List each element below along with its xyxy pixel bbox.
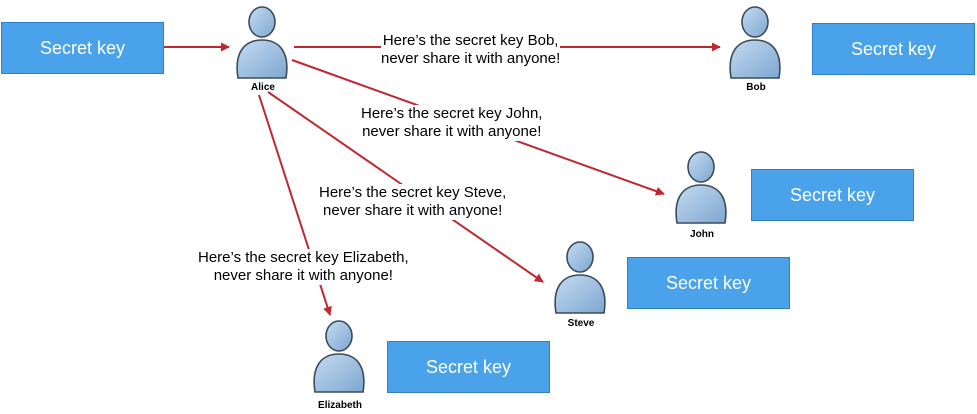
secret-key-label: Secret key bbox=[665, 272, 752, 293]
secret-key-box-elizabeth: Secret key bbox=[387, 341, 550, 393]
message-line-1: Here’s the secret key Elizabeth, bbox=[198, 249, 409, 266]
message-line-2: never share it with anyone! bbox=[362, 123, 542, 140]
message-line-1: Here’s the secret key Steve, bbox=[319, 184, 507, 201]
message-line-2: never share it with anyone! bbox=[381, 50, 561, 67]
person-label-steve: Steve bbox=[567, 318, 595, 329]
secret-key-box-john: Secret key bbox=[751, 169, 914, 221]
message-to-steve: Here’s the secret key Steve, never share… bbox=[319, 184, 507, 220]
message-line-1: Here’s the secret key Bob, bbox=[382, 32, 559, 49]
secret-key-label: Secret key bbox=[789, 184, 876, 205]
bob-user-icon bbox=[729, 6, 781, 79]
message-to-bob: Here’s the secret key Bob, never share i… bbox=[381, 32, 561, 68]
alice-user-icon bbox=[236, 6, 288, 79]
secret-key-box-bob: Secret key bbox=[812, 23, 975, 75]
message-to-elizabeth: Here’s the secret key Elizabeth, never s… bbox=[198, 249, 409, 285]
message-line-2: never share it with anyone! bbox=[323, 202, 503, 219]
steve-user-icon bbox=[554, 241, 606, 314]
person-label-elizabeth: Elizabeth bbox=[318, 400, 362, 411]
secret-key-box-alice: Secret key bbox=[1, 22, 164, 74]
person-label-bob: Bob bbox=[746, 82, 766, 93]
secret-key-label: Secret key bbox=[425, 356, 512, 377]
person-label-alice: Alice bbox=[251, 82, 275, 93]
john-user-icon bbox=[675, 151, 727, 224]
message-line-1: Here’s the secret key John, bbox=[361, 105, 543, 122]
secret-key-label: Secret key bbox=[39, 37, 126, 58]
message-to-john: Here’s the secret key John, never share … bbox=[361, 105, 543, 141]
secret-key-label: Secret key bbox=[850, 38, 937, 59]
person-label-john: John bbox=[690, 229, 714, 240]
secret-key-box-steve: Secret key bbox=[627, 257, 790, 309]
elizabeth-user-icon bbox=[313, 320, 365, 393]
message-line-2: never share it with anyone! bbox=[213, 267, 393, 284]
